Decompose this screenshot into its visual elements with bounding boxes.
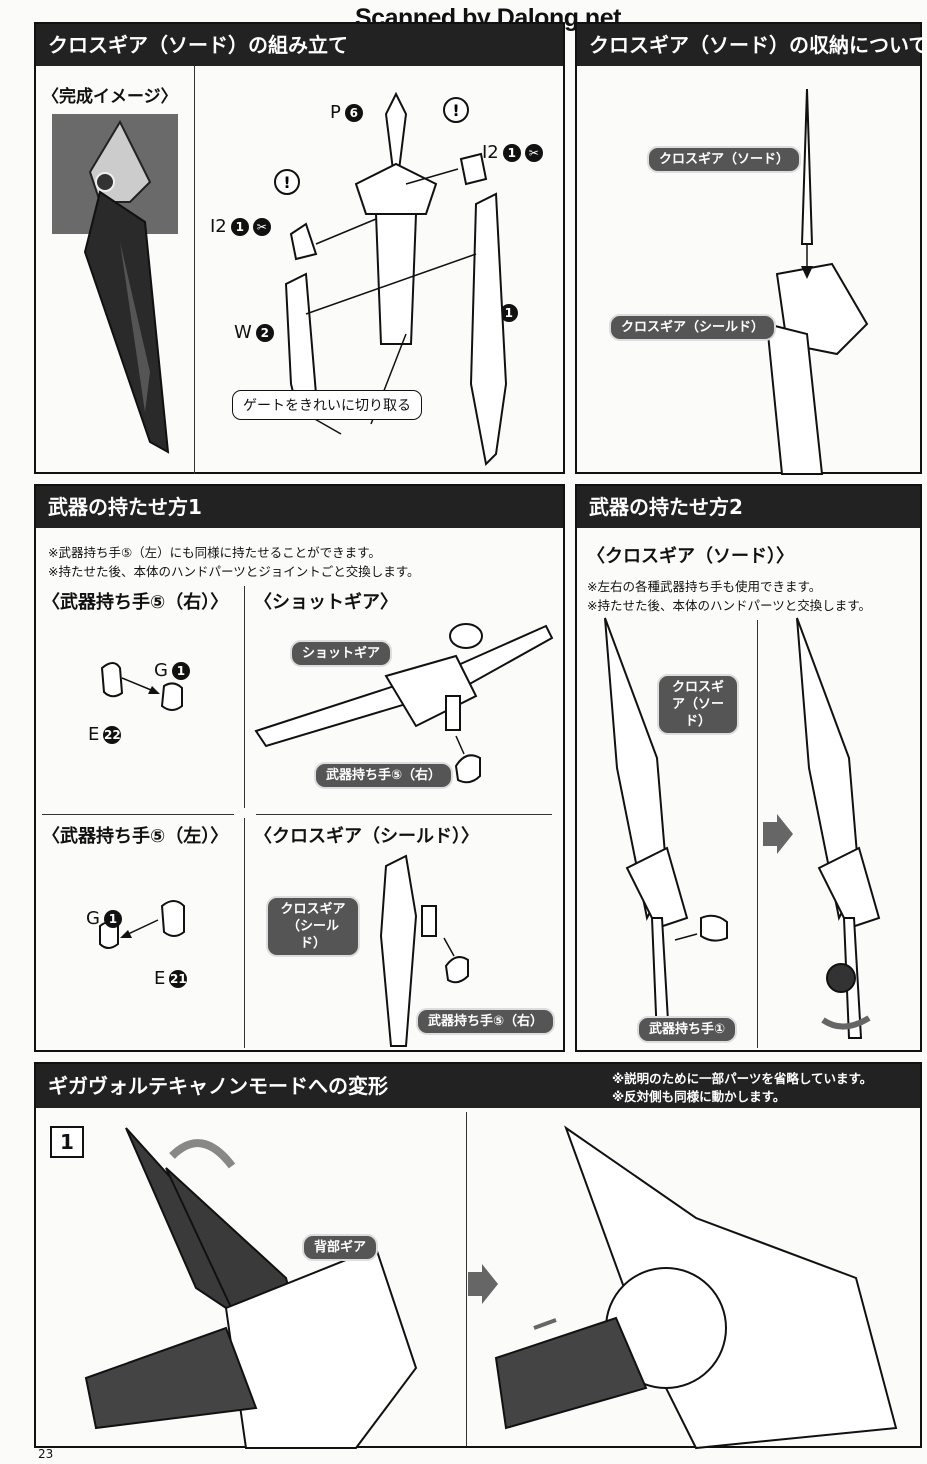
- panel-title: 武器の持たせ方2: [577, 486, 920, 528]
- part-number: 1: [230, 217, 249, 236]
- panel-title: ギガヴォルテキャノンモードへの変形: [36, 1064, 920, 1108]
- finished-sword-illustration: [52, 114, 178, 454]
- part-number: 6: [344, 103, 363, 122]
- divider: [244, 818, 245, 1048]
- part-number: 1: [502, 143, 521, 162]
- sword-after-diagram: [796, 617, 881, 1039]
- label-cross-gear-shield: クロスギア（シールド）: [266, 896, 360, 957]
- part-number: 21: [169, 969, 188, 988]
- caution-icon: !: [443, 97, 469, 123]
- panel-title: クロスギア（ソード）の組み立て: [36, 24, 563, 66]
- note: ※武器持ち手⑤（左）にも同様に持たせることができます。: [48, 545, 381, 560]
- part-g1-left: G 1: [86, 908, 122, 929]
- part-letter: P: [330, 102, 341, 123]
- label-weapon-hand-right-2: 武器持ち手⑤（右）: [416, 1008, 556, 1035]
- heading-weapon-hand-left: 〈武器持ち手⑤（左）〉: [42, 826, 229, 847]
- note: ※持たせた後、本体のハンドパーツと交換します。: [587, 598, 871, 613]
- label-back-gear: 背部ギア: [302, 1234, 379, 1261]
- part-number: 1: [171, 661, 190, 680]
- shot-gear-diagram: [254, 623, 554, 784]
- label-cross-gear-shield: クロスギア（シールド）: [609, 314, 777, 341]
- part-g1: G 1: [154, 660, 190, 681]
- panel-holding-2: 武器の持たせ方2 〈クロスギア（ソード）〉 ※左右の各種武器持ち手も使用できます…: [575, 484, 922, 1052]
- gate-note: ゲートをきれいに切り取る: [232, 390, 422, 420]
- image-heading: 〈完成イメージ〉: [42, 87, 178, 107]
- hand-left-diagram: [99, 900, 185, 949]
- divider: [256, 814, 552, 815]
- note: ※反対側も同様に動かします。: [612, 1089, 786, 1104]
- part-letter: I2: [210, 216, 227, 237]
- cross-gear-shield-diagram: [379, 854, 469, 1047]
- divider: [466, 1112, 467, 1446]
- part-number: 1: [499, 303, 518, 322]
- label-cross-gear-sword: クロスギア（ソード）: [647, 146, 802, 173]
- panel-sword-assembly: クロスギア（ソード）の組み立て 〈完成イメージ〉 P 6 I2 1 ✂ I2 1…: [34, 22, 565, 474]
- divider: [42, 814, 234, 815]
- heading-shot-gear: 〈ショットギア〉: [254, 592, 398, 613]
- label-shot-gear: ショットギア: [290, 640, 393, 667]
- part-e22: E 22: [88, 724, 122, 745]
- svg-text:!: !: [283, 173, 290, 192]
- panel-title: 武器の持たせ方1: [36, 486, 563, 528]
- note: ※説明のために一部パーツを省略しています。: [612, 1071, 873, 1086]
- storage-diagram: [765, 88, 869, 475]
- part-number: 1: [103, 909, 122, 928]
- part-w2: W 2: [234, 322, 274, 343]
- divider: [757, 620, 758, 1048]
- part-i2-left: I2 1 ✂: [210, 216, 271, 237]
- part-i2-top: I2 1 ✂: [482, 142, 543, 163]
- sword-parts-diagram: [284, 91, 508, 467]
- heading-cross-gear-sword: 〈クロスギア（ソード）〉: [587, 546, 794, 567]
- part-number: 2: [255, 323, 274, 342]
- heading-weapon-hand-right: 〈武器持ち手⑤（右）〉: [42, 592, 229, 613]
- part-letter: G: [86, 908, 100, 929]
- svg-text:!: !: [452, 101, 459, 120]
- transform-after-diagram: [494, 1125, 898, 1450]
- panel-sword-storage: クロスギア（ソード）の収納について クロスギア（ソード） クロスギア（シールド）: [575, 22, 927, 475]
- cut-icon: ✂: [252, 217, 271, 236]
- caution-icon: !: [274, 169, 300, 195]
- panel-cannon-transform: ギガヴォルテキャノンモードへの変形 ※説明のために一部パーツを省略しています。 …: [34, 1062, 922, 1450]
- hand-right-diagram: [100, 662, 183, 711]
- heading-cross-gear-shield: 〈クロスギア（シールド）〉: [254, 826, 479, 847]
- part-p6: P 6: [330, 102, 363, 123]
- note: ※左右の各種武器持ち手も使用できます。: [587, 579, 822, 594]
- divider: [194, 66, 195, 474]
- label-cross-gear-sword: クロスギア（ソード）: [657, 674, 739, 735]
- divider: [244, 586, 245, 808]
- sword-before-diagram: [604, 617, 728, 1039]
- label-weapon-hand-1: 武器持ち手①: [637, 1016, 738, 1043]
- next-arrow-icon: [763, 814, 793, 854]
- part-letter: E: [88, 724, 100, 745]
- part-letter: G: [154, 660, 168, 681]
- note: ※持たせた後、本体のハンドパーツとジョイントごと交換します。: [48, 564, 420, 579]
- part-letter: W: [234, 322, 252, 343]
- part-number: 22: [103, 725, 122, 744]
- part-e21: E 21: [154, 968, 188, 989]
- step-number: 1: [50, 1126, 84, 1158]
- panel-title: クロスギア（ソード）の収納について: [577, 24, 927, 66]
- transform-before-diagram: [84, 1127, 418, 1449]
- label-weapon-hand-right: 武器持ち手⑤（右）: [314, 762, 454, 789]
- next-arrow-icon: [468, 1264, 498, 1304]
- page-number: 23: [38, 1447, 54, 1461]
- part-letter: E: [154, 968, 166, 989]
- cut-icon: ✂: [524, 143, 543, 162]
- panel-holding-1: 武器の持たせ方1 ※武器持ち手⑤（左）にも同様に持たせることができます。 ※持た…: [34, 484, 565, 1052]
- part-letter: I2: [482, 142, 499, 163]
